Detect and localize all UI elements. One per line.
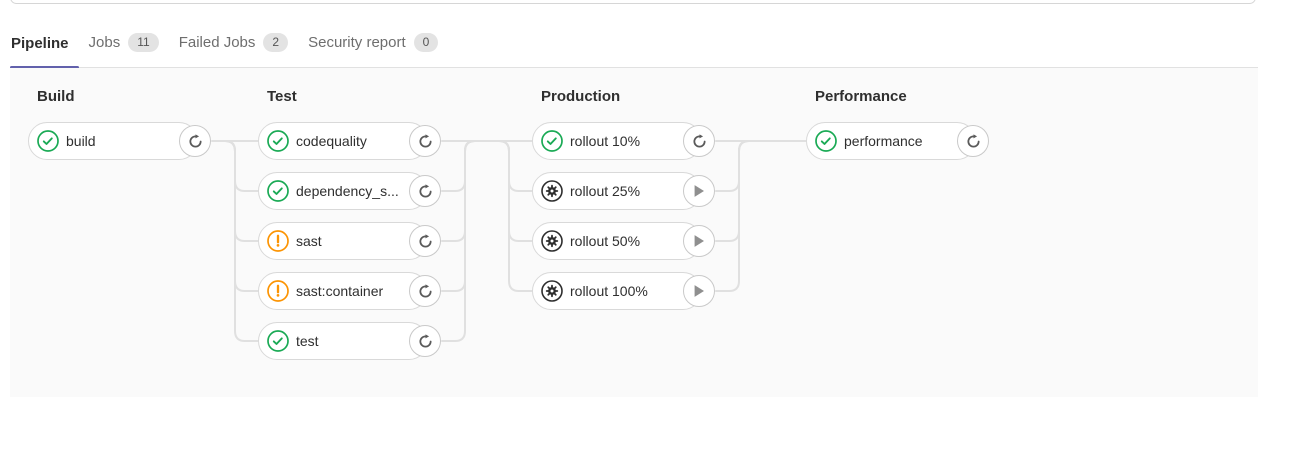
tab-jobs[interactable]: Jobs 11 xyxy=(79,33,169,67)
job-status xyxy=(267,330,289,352)
tab-label: Pipeline xyxy=(11,35,69,52)
check-circle-icon xyxy=(815,130,837,152)
job-status xyxy=(815,130,837,152)
play-icon xyxy=(694,285,704,297)
retry-icon xyxy=(418,183,432,198)
stage-job-list: rollout 10% rollout 25% rollout 50% roll… xyxy=(532,122,716,310)
job-status xyxy=(541,130,563,152)
job-status xyxy=(267,180,289,202)
warning-circle-icon xyxy=(267,280,289,302)
stage-title: Production xyxy=(541,88,621,105)
stage-job-list: codequality dependency_s... sast sast:co… xyxy=(258,122,442,360)
stage-job-list: build xyxy=(28,122,212,160)
retry-button[interactable] xyxy=(683,125,715,157)
stage-build: Build build xyxy=(28,68,212,172)
retry-button[interactable] xyxy=(409,225,441,257)
retry-button[interactable] xyxy=(179,125,211,157)
retry-button[interactable] xyxy=(409,275,441,307)
warning-circle-icon xyxy=(267,230,289,252)
stage-title: Performance xyxy=(815,88,907,105)
stage-test: Test codequality dependency_s... sast sa… xyxy=(258,68,442,372)
tab-label: Failed Jobs xyxy=(178,34,256,51)
job-status xyxy=(541,180,563,202)
job-pill-dependency-s[interactable]: dependency_s... xyxy=(258,172,441,210)
job-pill-sast-container[interactable]: sast:container xyxy=(258,272,441,310)
tab-pipeline[interactable]: Pipeline xyxy=(10,35,79,69)
play-button[interactable] xyxy=(683,275,715,307)
tab-security-report[interactable]: Security report 0 xyxy=(298,33,448,67)
job-label: rollout 25% xyxy=(570,183,641,199)
check-circle-icon xyxy=(541,130,563,152)
job-pill-rollout-100[interactable]: rollout 100% xyxy=(532,272,715,310)
job-pill-performance[interactable]: performance xyxy=(806,122,989,160)
job-label: sast:container xyxy=(296,283,384,299)
retry-button[interactable] xyxy=(409,125,441,157)
retry-icon xyxy=(418,283,432,298)
gear-circle-icon xyxy=(541,180,563,202)
play-button[interactable] xyxy=(683,175,715,207)
play-icon xyxy=(694,185,704,197)
retry-icon xyxy=(692,133,706,148)
check-circle-icon xyxy=(267,330,289,352)
retry-icon xyxy=(418,333,432,348)
tab-label: Security report xyxy=(308,34,406,51)
retry-icon xyxy=(188,133,202,148)
job-label: rollout 10% xyxy=(570,133,641,149)
retry-icon xyxy=(418,233,432,248)
stage-production: Production rollout 10% rollout 25% rollo… xyxy=(532,68,716,322)
job-pill-codequality[interactable]: codequality xyxy=(258,122,441,160)
retry-button[interactable] xyxy=(957,125,989,157)
stage-job-list: performance xyxy=(806,122,990,160)
play-button[interactable] xyxy=(683,225,715,257)
stage-title: Test xyxy=(267,88,297,105)
tab-label: Jobs xyxy=(88,34,121,51)
pipeline-connectors xyxy=(211,140,807,342)
job-pill-build[interactable]: build xyxy=(28,122,211,160)
gear-circle-icon xyxy=(541,280,563,302)
job-label: rollout 50% xyxy=(570,233,641,249)
job-label: dependency_s... xyxy=(296,183,399,199)
job-pill-rollout-10[interactable]: rollout 10% xyxy=(532,122,715,160)
check-circle-icon xyxy=(37,130,59,152)
stage-title: Build xyxy=(37,88,75,105)
tab-badge: 11 xyxy=(128,33,159,52)
job-status xyxy=(541,280,563,302)
job-status xyxy=(37,130,59,152)
job-label: build xyxy=(66,133,96,149)
tab-badge: 0 xyxy=(413,33,439,52)
job-status xyxy=(267,130,289,152)
job-status xyxy=(267,280,289,302)
job-pill-rollout-50[interactable]: rollout 50% xyxy=(532,222,715,260)
job-pill-sast[interactable]: sast xyxy=(258,222,441,260)
tab-badge: 2 xyxy=(263,33,289,52)
gear-circle-icon xyxy=(541,230,563,252)
retry-icon xyxy=(418,133,432,148)
retry-button[interactable] xyxy=(409,325,441,357)
job-status xyxy=(541,230,563,252)
job-label: test xyxy=(296,333,319,349)
job-label: performance xyxy=(844,133,923,149)
check-circle-icon xyxy=(267,180,289,202)
job-label: sast xyxy=(296,233,322,249)
stage-performance: Performance performance xyxy=(806,68,990,172)
check-circle-icon xyxy=(267,130,289,152)
job-pill-rollout-25[interactable]: rollout 25% xyxy=(532,172,715,210)
job-pill-test[interactable]: test xyxy=(258,322,441,360)
retry-icon xyxy=(966,133,980,148)
pipeline-page: Pipeline Jobs 11 Failed Jobs 2 Security repor… xyxy=(10,0,1258,397)
pipeline-tabs: Pipeline Jobs 11 Failed Jobs 2 Security repor… xyxy=(10,0,1258,69)
retry-button[interactable] xyxy=(409,175,441,207)
tab-failed-jobs[interactable]: Failed Jobs 2 xyxy=(169,33,298,67)
job-label: rollout 100% xyxy=(570,283,648,299)
job-status xyxy=(267,230,289,252)
play-icon xyxy=(694,235,704,247)
job-label: codequality xyxy=(296,133,367,149)
pipeline-graph: Build build Test codequality dependency_… xyxy=(10,68,1258,397)
